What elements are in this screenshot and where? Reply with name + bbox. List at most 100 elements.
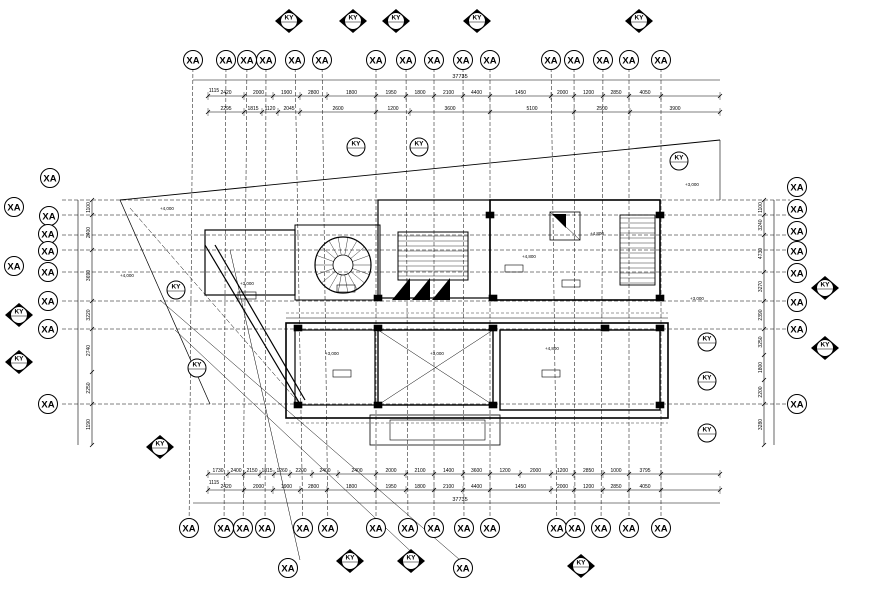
section-bubble-label: KY bbox=[702, 336, 712, 343]
dimension-tick bbox=[761, 401, 767, 407]
entrance-steps bbox=[369, 414, 501, 446]
grid-axis-marker bbox=[787, 292, 807, 312]
grid-axis-label: XA bbox=[594, 524, 607, 535]
dimension-label: 2850 bbox=[610, 90, 621, 96]
grid-axis-label: XA bbox=[550, 524, 563, 535]
grid-axis-label: XA bbox=[790, 298, 803, 309]
stair-tread bbox=[344, 237, 349, 256]
dimension-label: 2400 bbox=[230, 468, 241, 474]
dimension-label: 2100 bbox=[414, 468, 425, 474]
dimension-label: 2295 bbox=[220, 106, 231, 112]
grid-axis-marker bbox=[216, 50, 236, 70]
room-elevation-label: +4,800 bbox=[590, 231, 604, 236]
dimension-label: 3600 bbox=[471, 468, 482, 474]
leader-line bbox=[229, 249, 301, 561]
overall-dimension: 37735 bbox=[452, 497, 467, 503]
grid-axis-marker bbox=[480, 50, 500, 70]
grid-axis-marker bbox=[38, 241, 58, 261]
grid-axis-marker bbox=[787, 394, 807, 414]
section-marker bbox=[151, 438, 169, 456]
room-elevation-label: +3,000 bbox=[240, 281, 254, 286]
section-marker-label: KY bbox=[820, 342, 830, 349]
grid-axis-marker bbox=[4, 197, 24, 217]
dimension-label: 2000 bbox=[385, 468, 396, 474]
grid-axis-label: XA bbox=[41, 297, 54, 308]
section-bubble bbox=[166, 280, 186, 300]
structural-column bbox=[488, 401, 498, 409]
entrance-step-inner bbox=[389, 419, 486, 441]
grid-axis-label: XA bbox=[41, 400, 54, 411]
dimension-label: 3690 bbox=[86, 270, 92, 281]
dimension-tick bbox=[761, 352, 767, 358]
grid-axis-label: XA bbox=[568, 524, 581, 535]
grid-axis-label: XA bbox=[41, 268, 54, 279]
stair-landing-mark bbox=[392, 278, 410, 300]
dimension-label: 1100 bbox=[758, 202, 764, 213]
stair-tread bbox=[350, 271, 365, 284]
section-marker-label: KY bbox=[472, 15, 482, 22]
void-diagonal bbox=[377, 329, 494, 406]
grid-axis-label: XA bbox=[790, 400, 803, 411]
east-hall bbox=[499, 329, 661, 411]
central-void bbox=[377, 329, 494, 406]
section-bubble bbox=[697, 371, 717, 391]
dimension-tick bbox=[761, 377, 767, 383]
section-bubble-label: KY bbox=[414, 141, 424, 148]
structural-column bbox=[485, 211, 495, 219]
dimension-label: 1400 bbox=[443, 468, 454, 474]
dimension-tick bbox=[89, 298, 95, 304]
section-marker-label: KY bbox=[348, 15, 358, 22]
section-marker-label: KY bbox=[284, 15, 294, 22]
dimension-label: 3900 bbox=[669, 106, 680, 112]
room-elevation-label: +4,000 bbox=[160, 206, 174, 211]
grid-axis-label: XA bbox=[544, 56, 557, 67]
dimension-label: 1800 bbox=[346, 484, 357, 490]
section-bubble-label: KY bbox=[702, 375, 712, 382]
grid-axis-marker bbox=[278, 558, 298, 578]
grid-axis-label: XA bbox=[369, 524, 382, 535]
dimension-label: 2100 bbox=[443, 90, 454, 96]
grid-axis-marker bbox=[453, 50, 473, 70]
dimension-label: 4400 bbox=[471, 90, 482, 96]
dimension-label: 2045 bbox=[283, 106, 294, 112]
grid-line-vertical bbox=[321, 61, 329, 531]
dimension-label: 2800 bbox=[308, 484, 319, 490]
grid-axis-marker bbox=[424, 518, 444, 538]
stair-landing-mark bbox=[432, 278, 450, 300]
section-bubble bbox=[346, 137, 366, 157]
section-marker-label: KY bbox=[576, 560, 586, 567]
grid-axis-marker bbox=[38, 291, 58, 311]
spiral-stair-core bbox=[332, 254, 354, 276]
room-elevation-label: +4,800 bbox=[545, 346, 559, 351]
grid-axis-label: XA bbox=[42, 212, 55, 223]
main-block-outline bbox=[285, 322, 669, 419]
dimension-label: 2740 bbox=[86, 345, 92, 356]
grid-line-vertical bbox=[188, 61, 194, 531]
dimension-label: 1200 bbox=[583, 90, 594, 96]
grid-axis-marker bbox=[453, 558, 473, 578]
stair-tread bbox=[352, 255, 370, 262]
grid-line-vertical bbox=[223, 61, 227, 531]
plan-linework bbox=[62, 61, 790, 561]
dimension-label: 2400 bbox=[319, 468, 330, 474]
structural-column bbox=[655, 401, 665, 409]
section-marker bbox=[344, 12, 362, 30]
grid-axis-label: XA bbox=[654, 56, 667, 67]
grid-axis-label: XA bbox=[321, 524, 334, 535]
grid-axis-marker bbox=[4, 256, 24, 276]
structural-column bbox=[655, 324, 665, 332]
grid-axis-label: XA bbox=[217, 524, 230, 535]
structural-column bbox=[488, 324, 498, 332]
structural-column bbox=[655, 211, 665, 219]
section-marker bbox=[10, 353, 28, 371]
section-bubble bbox=[409, 137, 429, 157]
grid-axis-marker bbox=[541, 50, 561, 70]
structural-column bbox=[373, 324, 383, 332]
grid-axis-label: XA bbox=[288, 56, 301, 67]
fixture-box bbox=[504, 264, 524, 273]
grid-axis-label: XA bbox=[7, 203, 20, 214]
dimension-tick bbox=[761, 197, 767, 203]
